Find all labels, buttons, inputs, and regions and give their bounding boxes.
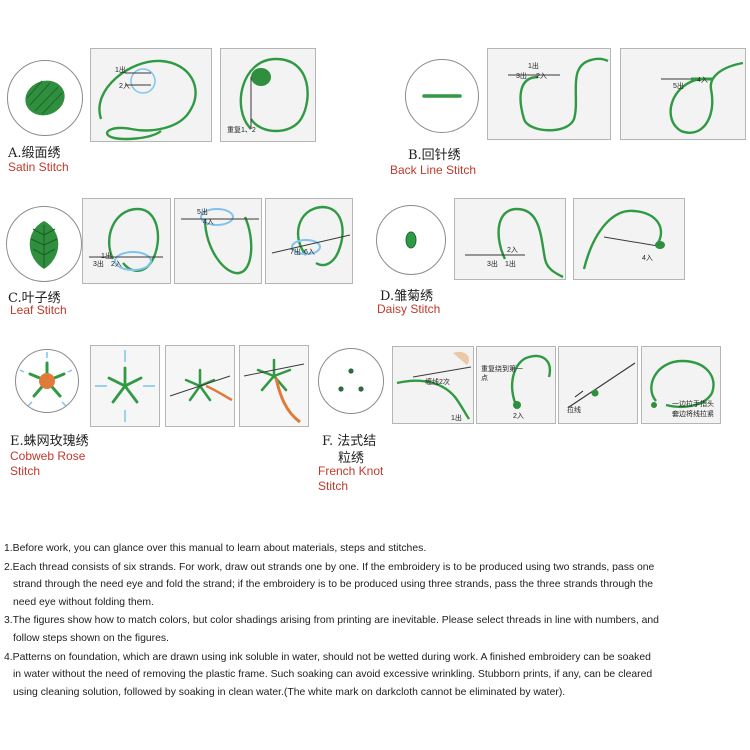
- back-line-label-2: 2入: [536, 73, 547, 80]
- cobweb-rose-en-line-2: Stitch: [10, 464, 41, 478]
- french-knot-cn-line-2: 粒绣: [338, 451, 365, 466]
- back-line-stitch-en-title: Back Line Stitch: [390, 163, 477, 177]
- cobweb-rose-step-1-photo: [90, 345, 160, 427]
- cobweb-rose-en-line-1: Cobweb Rose: [10, 449, 86, 463]
- instruction-4-line-1: 4.Patterns on foundation, which are draw…: [4, 651, 651, 663]
- cobweb-rose-cn-title: E.蛛网玫瑰绣: [10, 434, 89, 449]
- back-line-label-3: 3出: [516, 73, 527, 80]
- cobweb-rose-sample: [15, 349, 79, 413]
- daisy-label-1: 1出: [505, 261, 516, 268]
- instruction-2: 2.Each thread consists of six strands. F…: [4, 559, 746, 612]
- french-knot-en-line-2: Stitch: [318, 479, 349, 493]
- satin-label-2-in: 2入: [119, 83, 130, 90]
- instruction-3: 3.The figures show how to match colors, …: [4, 612, 746, 647]
- instruction-4-line-3: using cleaning solution, followed by soa…: [13, 686, 566, 698]
- instruction-1-line-1: 1.Before work, you can glance over this …: [4, 543, 427, 554]
- leaf-label-1: 1出: [101, 253, 112, 260]
- daisy-stitch-sample: [376, 205, 446, 275]
- leaf-step-3-photo: 7出 6入: [265, 198, 353, 284]
- satin-label-repeat: 重复1、2: [227, 127, 256, 134]
- satin-stitch-cn-title: A.缎面绣: [8, 146, 61, 161]
- instruction-2-line-1: 2.Each thread consists of six strands. F…: [4, 561, 655, 573]
- daisy-label-2: 2入: [507, 247, 518, 254]
- french-knot-en-line-1: French Knot: [318, 464, 384, 478]
- instruction-2-line-3: need eye without folding them.: [13, 596, 154, 608]
- french-knot-step-2-photo: 重复绕到第一点 2入: [476, 346, 556, 424]
- french-knot-step-3-photo: 拉线: [558, 346, 638, 424]
- leaf-label-2: 2入: [111, 261, 122, 268]
- daisy-stitch-en-title: Daisy Stitch: [377, 302, 441, 316]
- instruction-1: 1.Before work, you can glance over this …: [4, 540, 746, 558]
- leaf-stitch-en-title: Leaf Stitch: [10, 303, 67, 317]
- instruction-2-line-2: strand through the need eye and fold the…: [13, 579, 654, 591]
- french-knot-label-repeat: 重复绕到第一点: [481, 366, 523, 382]
- leaf-label-4: 4入: [203, 219, 214, 226]
- satin-step-2-photo: 重复1、2: [220, 48, 316, 142]
- leaf-stitch-cn-title: C.叶子绣: [8, 291, 61, 306]
- french-knot-label-wrap: 缠线2次: [425, 379, 450, 386]
- satin-step-1-photo: 1出 2入: [90, 48, 212, 142]
- instruction-4-line-2: in water without the need of removing th…: [13, 669, 653, 681]
- satin-stitch-en-title: Satin Stitch: [8, 160, 69, 174]
- leaf-step-1-photo: 1出 3出 2入: [82, 198, 171, 284]
- daisy-step-1-photo: 2入 3出 1出: [454, 198, 566, 280]
- back-line-label-5: 5出: [673, 83, 684, 90]
- french-knot-label-1: 1出: [451, 415, 462, 422]
- french-knot-label-tighten-1: 一边拉手指头套: [672, 401, 714, 418]
- back-line-step-2-photo: 5出 4入: [620, 48, 746, 140]
- daisy-stitch-cn-title: D.雏菊绣: [380, 289, 434, 304]
- french-knot-step-4-photo: 一边拉手指头套 一边将线拉紧: [641, 346, 721, 424]
- daisy-label-4: 4入: [642, 255, 653, 262]
- leaf-label-3: 3出: [93, 261, 104, 268]
- back-line-label-1: 1出: [528, 63, 539, 70]
- cobweb-rose-step-2-photo: [165, 345, 235, 427]
- back-line-stitch-sample: [405, 59, 479, 133]
- satin-stitch-sample: [7, 60, 83, 136]
- french-knot-step-1-photo: 缠线2次 1出: [392, 346, 474, 424]
- satin-leaf-illustration: [25, 80, 65, 116]
- leaf-label-7: 7出: [290, 249, 301, 256]
- french-knot-sample: [318, 348, 384, 414]
- leaf-label-6: 6入: [304, 249, 315, 256]
- back-line-label-4: 4入: [697, 77, 708, 84]
- instruction-4: 4.Patterns on foundation, which are draw…: [4, 649, 746, 702]
- french-knot-label-2: 2入: [513, 413, 524, 420]
- instruction-3-line-1: 3.The figures show how to match colors, …: [4, 615, 659, 627]
- instruction-3-line-2: follow steps shown on the figures.: [13, 632, 169, 644]
- daisy-label-3: 3出: [487, 261, 498, 268]
- back-line-step-1-photo: 1出 3出 2入: [487, 48, 611, 140]
- back-line-stitch-cn-title: B.回针绣: [408, 148, 461, 163]
- instructions-block: 1.Before work, you can glance over this …: [4, 540, 746, 702]
- french-knot-label-pull: 拉线: [567, 407, 581, 414]
- leaf-label-5: 5出: [197, 209, 208, 216]
- leaf-stitch-sample: [6, 206, 82, 282]
- daisy-step-2-photo: 4入: [573, 198, 685, 280]
- leaf-step-2-photo: 5出 4入: [174, 198, 262, 284]
- satin-label-1-out: 1出: [115, 67, 126, 74]
- french-knot-label-tighten-2: 一边将线拉紧: [672, 411, 714, 418]
- french-knot-cn-line-1: F. 法式结: [322, 434, 377, 449]
- cobweb-rose-step-3-photo: [239, 345, 309, 427]
